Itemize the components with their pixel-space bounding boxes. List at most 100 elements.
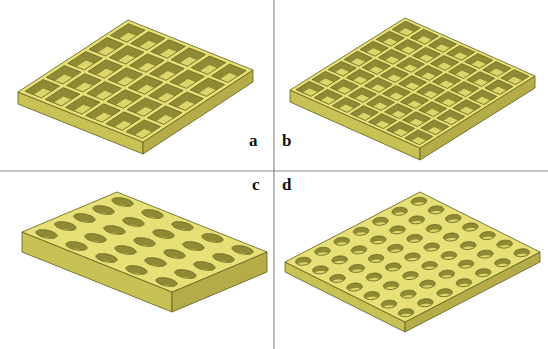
round-hole-wall [145, 258, 166, 267]
round-hole-wall [175, 270, 196, 279]
round-hole-wall [164, 250, 185, 259]
round-hole-rim [115, 246, 136, 255]
round-hole-inner [115, 246, 136, 262]
round-hole-inner [142, 210, 163, 226]
round-hole-rim [426, 225, 442, 233]
round-hole-inner [398, 309, 414, 322]
round-hole-inner [112, 198, 133, 214]
round-hole-wall [134, 238, 155, 247]
round-hole-inner [202, 234, 223, 250]
round-hole-rim [351, 246, 367, 254]
round-hole-rim [156, 278, 177, 287]
round-hole-rim [347, 283, 363, 291]
round-hole-rim [313, 266, 329, 274]
round-hole-rim [353, 227, 369, 235]
round-hole-rim [66, 242, 87, 251]
round-hole-wall [172, 222, 193, 231]
round-hole-rim [366, 273, 382, 281]
round-hole-wall [183, 242, 204, 251]
round-hole-inner [232, 246, 253, 262]
round-hole-rim [315, 247, 330, 255]
round-hole-inner [315, 247, 330, 260]
square-cell-inner [212, 64, 247, 91]
round-hole-rim [495, 259, 510, 267]
round-hole-rim [183, 242, 204, 251]
round-hole-rim [383, 282, 399, 290]
round-hole-rim [153, 230, 174, 239]
round-hole-inner [330, 275, 345, 288]
round-hole-rim [398, 309, 414, 317]
square-cell-inner [190, 78, 225, 105]
round-hole-rim [424, 243, 440, 251]
round-hole-inner [366, 273, 382, 286]
round-hole-inner [443, 233, 459, 246]
round-hole-inner [495, 259, 510, 272]
square-cell-rim [421, 120, 449, 135]
square-cell-inner [485, 80, 513, 102]
round-hole-rim [364, 292, 380, 300]
round-hole-wall [74, 214, 95, 223]
plate-top [22, 192, 267, 292]
round-hole-wall [55, 222, 76, 231]
round-hole-inner [446, 215, 462, 228]
round-hole-rim [381, 300, 397, 308]
round-hole-inner [456, 279, 472, 292]
round-hole-rim [514, 249, 530, 257]
round-hole-inner [388, 245, 404, 258]
round-hole-rim [392, 207, 408, 215]
round-hole-rim [172, 222, 193, 231]
round-hole-wall [115, 246, 136, 255]
round-hole-rim [373, 217, 389, 225]
round-hole-rim [55, 222, 76, 231]
round-hole-inner [409, 216, 425, 229]
round-hole-inner [126, 266, 147, 282]
round-hole-inner [172, 222, 193, 238]
round-hole-inner [183, 242, 204, 258]
round-hole-inner [145, 258, 166, 274]
round-hole-rim [371, 236, 387, 244]
round-hole-rim [36, 230, 57, 239]
round-hole-rim [422, 262, 438, 270]
square-cell-inner [437, 110, 465, 132]
round-hole-rim [332, 256, 348, 264]
round-hole-inner [153, 230, 174, 246]
round-hole-inner [334, 237, 350, 250]
round-hole-inner [439, 270, 455, 283]
round-hole-inner [36, 230, 57, 246]
square-cell-rim [190, 78, 225, 96]
round-hole-rim [123, 218, 144, 227]
round-hole-inner [74, 214, 95, 230]
round-hole-inner [96, 254, 117, 270]
round-hole-inner [156, 278, 177, 294]
round-hole-inner [463, 223, 479, 236]
round-hole-wall [96, 254, 117, 263]
round-hole-wall [232, 246, 253, 255]
round-hole-wall [156, 278, 177, 287]
round-hole-inner [390, 226, 405, 239]
cell-tray [290, 18, 535, 160]
round-hole-rim [96, 254, 117, 263]
round-hole-rim [476, 269, 492, 277]
round-hole-wall [104, 226, 125, 235]
round-hole-inner [478, 250, 494, 263]
round-hole-rim [478, 250, 494, 258]
round-hole-inner [104, 226, 125, 242]
round-hole-rim [441, 252, 457, 260]
round-hole-inner [514, 249, 530, 262]
round-hole-wall [112, 198, 133, 207]
round-hole-rim [456, 279, 472, 287]
panel-letter: a [248, 132, 259, 149]
round-hole-inner [407, 235, 423, 248]
round-hole-rim [349, 265, 365, 273]
round-hole-rim [213, 254, 234, 263]
round-hole-inner [347, 283, 363, 296]
round-hole-inner [441, 252, 457, 265]
cell-tray [18, 20, 253, 154]
round-hole-inner [420, 280, 435, 293]
round-hole-rim [420, 280, 435, 288]
round-hole-inner [418, 299, 434, 312]
round-hole-wall [123, 218, 144, 227]
square-cell-rim [453, 100, 481, 115]
round-hole-rim [458, 260, 474, 268]
panel-letter: d [281, 176, 292, 193]
